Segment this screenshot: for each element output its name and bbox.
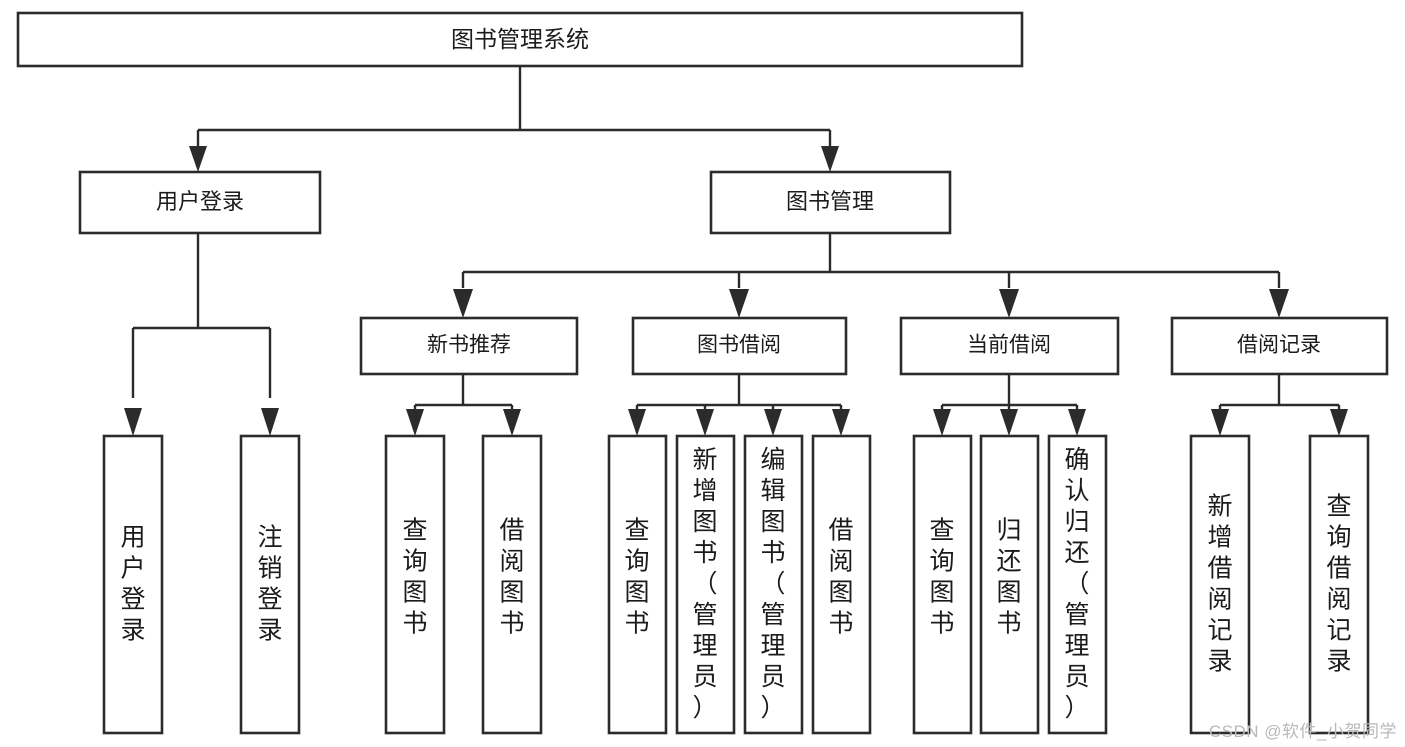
connector-group-borrow-record [1211,374,1348,436]
node-box-leaf-confirm-return[interactable] [1047,434,1108,735]
node-leaf-return-book[interactable]: 归还图书 [979,434,1040,735]
node-borrow-record[interactable]: 借阅记录 [1170,316,1389,376]
connector-group-book-borrow [628,374,850,436]
node-box-leaf-edit-book[interactable] [743,434,804,735]
node-label-leaf-query-book-3: 查询图书 [929,516,954,637]
node-box-new-book-recommend[interactable] [359,316,579,376]
node-label-borrow-record: 借阅记录 [1237,334,1321,357]
node-box-book-borrow[interactable] [631,316,848,376]
node-current-borrow[interactable]: 当前借阅 [899,316,1120,376]
node-box-user-login[interactable] [78,170,322,235]
node-leaf-add-book[interactable]: 新增图书（管理员） [675,434,736,735]
arrowhead-leaf-query-book-1 [406,409,424,436]
node-leaf-borrow-book-1[interactable]: 借阅图书 [481,434,543,735]
node-label-root: 图书管理系统 [451,26,589,52]
node-label-user-login: 用户登录 [156,189,244,214]
node-box-leaf-query-book-1[interactable] [384,434,446,735]
node-label-leaf-query-book-2: 查询图书 [624,516,649,637]
node-leaf-edit-book[interactable]: 编辑图书（管理员） [743,434,804,735]
node-label-leaf-confirm-return: 确认归还（管理员） [1064,446,1089,722]
arrowhead-leaf-logout [261,408,279,436]
node-label-leaf-edit-book: 编辑图书（管理员） [760,446,785,722]
arrowhead-leaf-query-book-2 [628,409,646,436]
node-box-leaf-query-book-3[interactable] [912,434,973,735]
node-box-leaf-add-book[interactable] [675,434,736,735]
node-label-leaf-logout: 注销登录 [257,523,282,644]
arrowhead-current-borrow [999,289,1019,318]
connector-group-new-book-recommend [406,374,521,436]
node-label-book-management: 图书管理 [786,189,874,214]
connector-group-book-management [453,233,1289,318]
node-label-leaf-add-record: 新增借阅记录 [1207,492,1232,675]
node-label-leaf-borrow-book-2: 借阅图书 [828,516,853,637]
node-user-login[interactable]: 用户登录 [78,170,322,235]
node-leaf-confirm-return[interactable]: 确认归还（管理员） [1047,434,1108,735]
node-label-current-borrow: 当前借阅 [967,334,1051,357]
arrowhead-leaf-borrow-book-2 [832,409,850,436]
csdn-watermark: CSDN @软件_小贺同学 [1208,722,1397,741]
node-leaf-query-book-2[interactable]: 查询图书 [607,434,668,735]
node-leaf-user-login[interactable]: 用户登录 [102,434,164,735]
node-box-book-management[interactable] [709,170,952,235]
node-new-book-recommend[interactable]: 新书推荐 [359,316,579,376]
node-label-leaf-borrow-book-1: 借阅图书 [499,516,524,637]
node-box-leaf-borrow-book-2[interactable] [811,434,872,735]
arrowhead-leaf-user-login [124,408,142,436]
node-leaf-query-book-1[interactable]: 查询图书 [384,434,446,735]
node-label-leaf-return-book: 归还图书 [996,516,1021,637]
node-box-leaf-add-record[interactable] [1189,434,1251,735]
node-label-leaf-add-book: 新增图书（管理员） [692,446,717,722]
node-label-book-borrow: 图书借阅 [697,334,781,357]
node-box-leaf-return-book[interactable] [979,434,1040,735]
arrowhead-leaf-borrow-book-1 [503,409,521,436]
node-box-current-borrow[interactable] [899,316,1120,376]
connector-group-user-login [124,233,279,436]
connector-group-root [189,66,839,172]
node-box-leaf-query-book-2[interactable] [607,434,668,735]
connector-group-current-borrow [933,374,1086,436]
arrowhead-new-book-recommend [453,289,473,318]
arrowhead-leaf-query-book-3 [933,409,951,436]
arrowhead-leaf-confirm-return [1068,409,1086,436]
node-label-leaf-user-login: 用户登录 [120,523,145,644]
node-box-leaf-query-record[interactable] [1308,434,1370,735]
arrowhead-leaf-add-record [1211,409,1229,436]
node-leaf-borrow-book-2[interactable]: 借阅图书 [811,434,872,735]
node-book-borrow[interactable]: 图书借阅 [631,316,848,376]
arrowhead-leaf-edit-book [764,409,782,436]
arrowhead-borrow-record [1269,289,1289,318]
node-leaf-query-book-3[interactable]: 查询图书 [912,434,973,735]
arrowhead-leaf-query-record [1330,409,1348,436]
arrowhead-book-management [821,146,839,172]
node-label-new-book-recommend: 新书推荐 [427,334,511,357]
node-box-leaf-logout[interactable] [239,434,301,735]
arrowhead-leaf-return-book [1000,409,1018,436]
node-box-borrow-record[interactable] [1170,316,1389,376]
arrowhead-leaf-add-book [696,409,714,436]
arrowhead-user-login [189,146,207,172]
node-box-leaf-borrow-book-1[interactable] [481,434,543,735]
node-box-leaf-user-login[interactable] [102,434,164,735]
node-leaf-logout[interactable]: 注销登录 [239,434,301,735]
node-label-leaf-query-book-1: 查询图书 [402,516,427,637]
node-book-management-system[interactable]: 图书管理系统 [16,11,1024,68]
node-leaf-query-record[interactable]: 查询借阅记录 [1308,434,1370,735]
node-book-management[interactable]: 图书管理 [709,170,952,235]
node-box-root[interactable] [16,11,1024,68]
node-label-leaf-query-record: 查询借阅记录 [1326,492,1351,675]
node-leaf-add-record[interactable]: 新增借阅记录 [1189,434,1251,735]
arrowhead-book-borrow [729,289,749,318]
